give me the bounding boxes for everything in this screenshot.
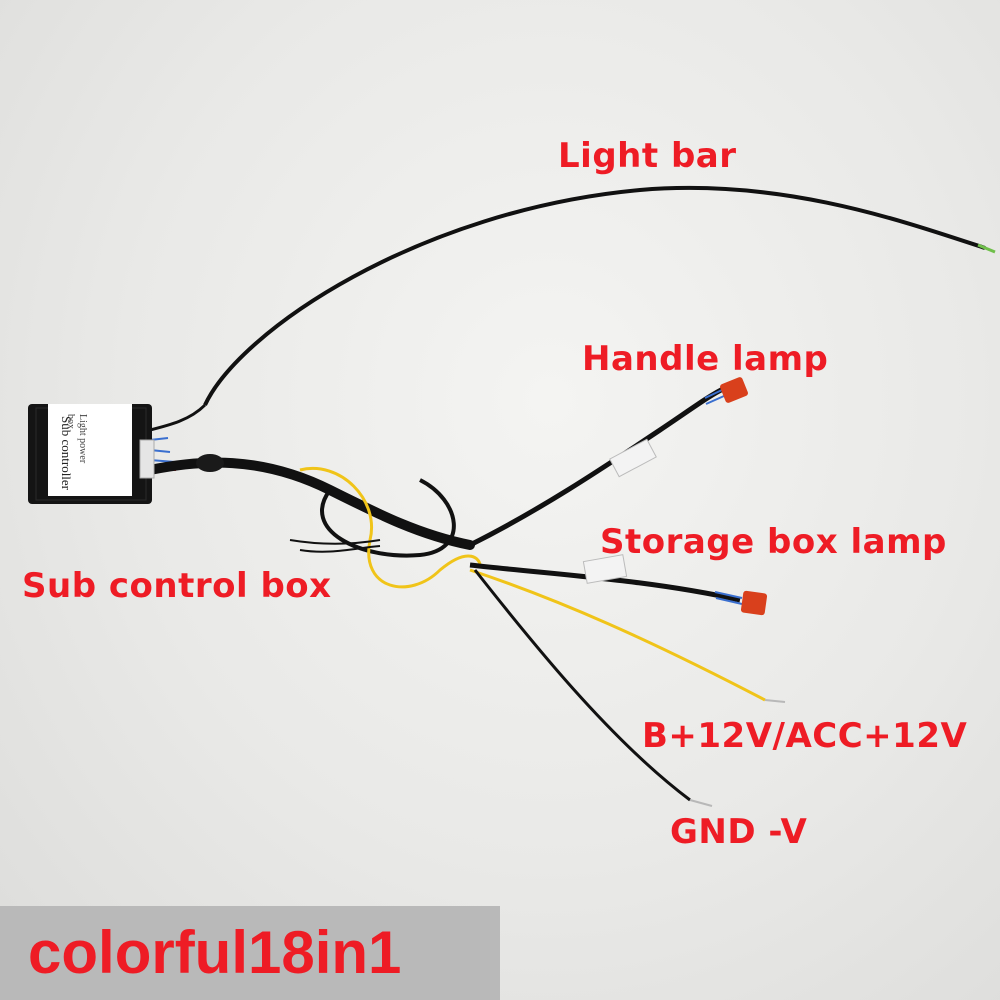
harness-bundle: [145, 457, 475, 550]
light-bar-wire: [203, 185, 986, 406]
label-sub-control-box: Sub control box: [22, 566, 332, 606]
brand-text: colorful18in1: [28, 919, 402, 986]
power-wire: [469, 568, 766, 702]
label-storage-box-lamp: Storage box lamp: [600, 522, 947, 562]
storage-lamp-tag: [582, 554, 628, 584]
storage-lamp-leads: [714, 591, 743, 605]
handle-lamp-tag: [609, 438, 657, 478]
black-stray-wires: [289, 539, 381, 553]
ground-wire: [473, 569, 691, 802]
brand-banner: colorful18in1: [0, 906, 500, 1000]
cable-loop: [320, 478, 456, 558]
label-ground: GND -V: [670, 812, 808, 852]
sticker-line-1: Light power: [77, 414, 88, 464]
handle-lamp-leads: [704, 389, 725, 405]
light-bar-wire-tip: [977, 243, 996, 254]
label-power-input: B+12V/ACC+12V: [642, 716, 968, 756]
handle-lamp-connector: [720, 377, 748, 403]
box-sticker-text: Light power box Sub controller: [50, 410, 130, 492]
sticker-line-3: Sub controller: [59, 416, 74, 491]
yellow-loop: [299, 467, 482, 589]
storage-lamp-connector: [740, 590, 768, 616]
label-handle-lamp: Handle lamp: [582, 339, 829, 379]
box-connector: [139, 439, 155, 479]
light-bar-wire-lead: [149, 403, 207, 432]
label-light-bar: Light bar: [558, 136, 737, 176]
power-wire-tip: [764, 699, 786, 703]
box-sticker: [48, 404, 132, 496]
ground-wire-tip: [689, 799, 713, 807]
sub-control-box: [28, 404, 155, 504]
harness-knot: [196, 454, 224, 472]
